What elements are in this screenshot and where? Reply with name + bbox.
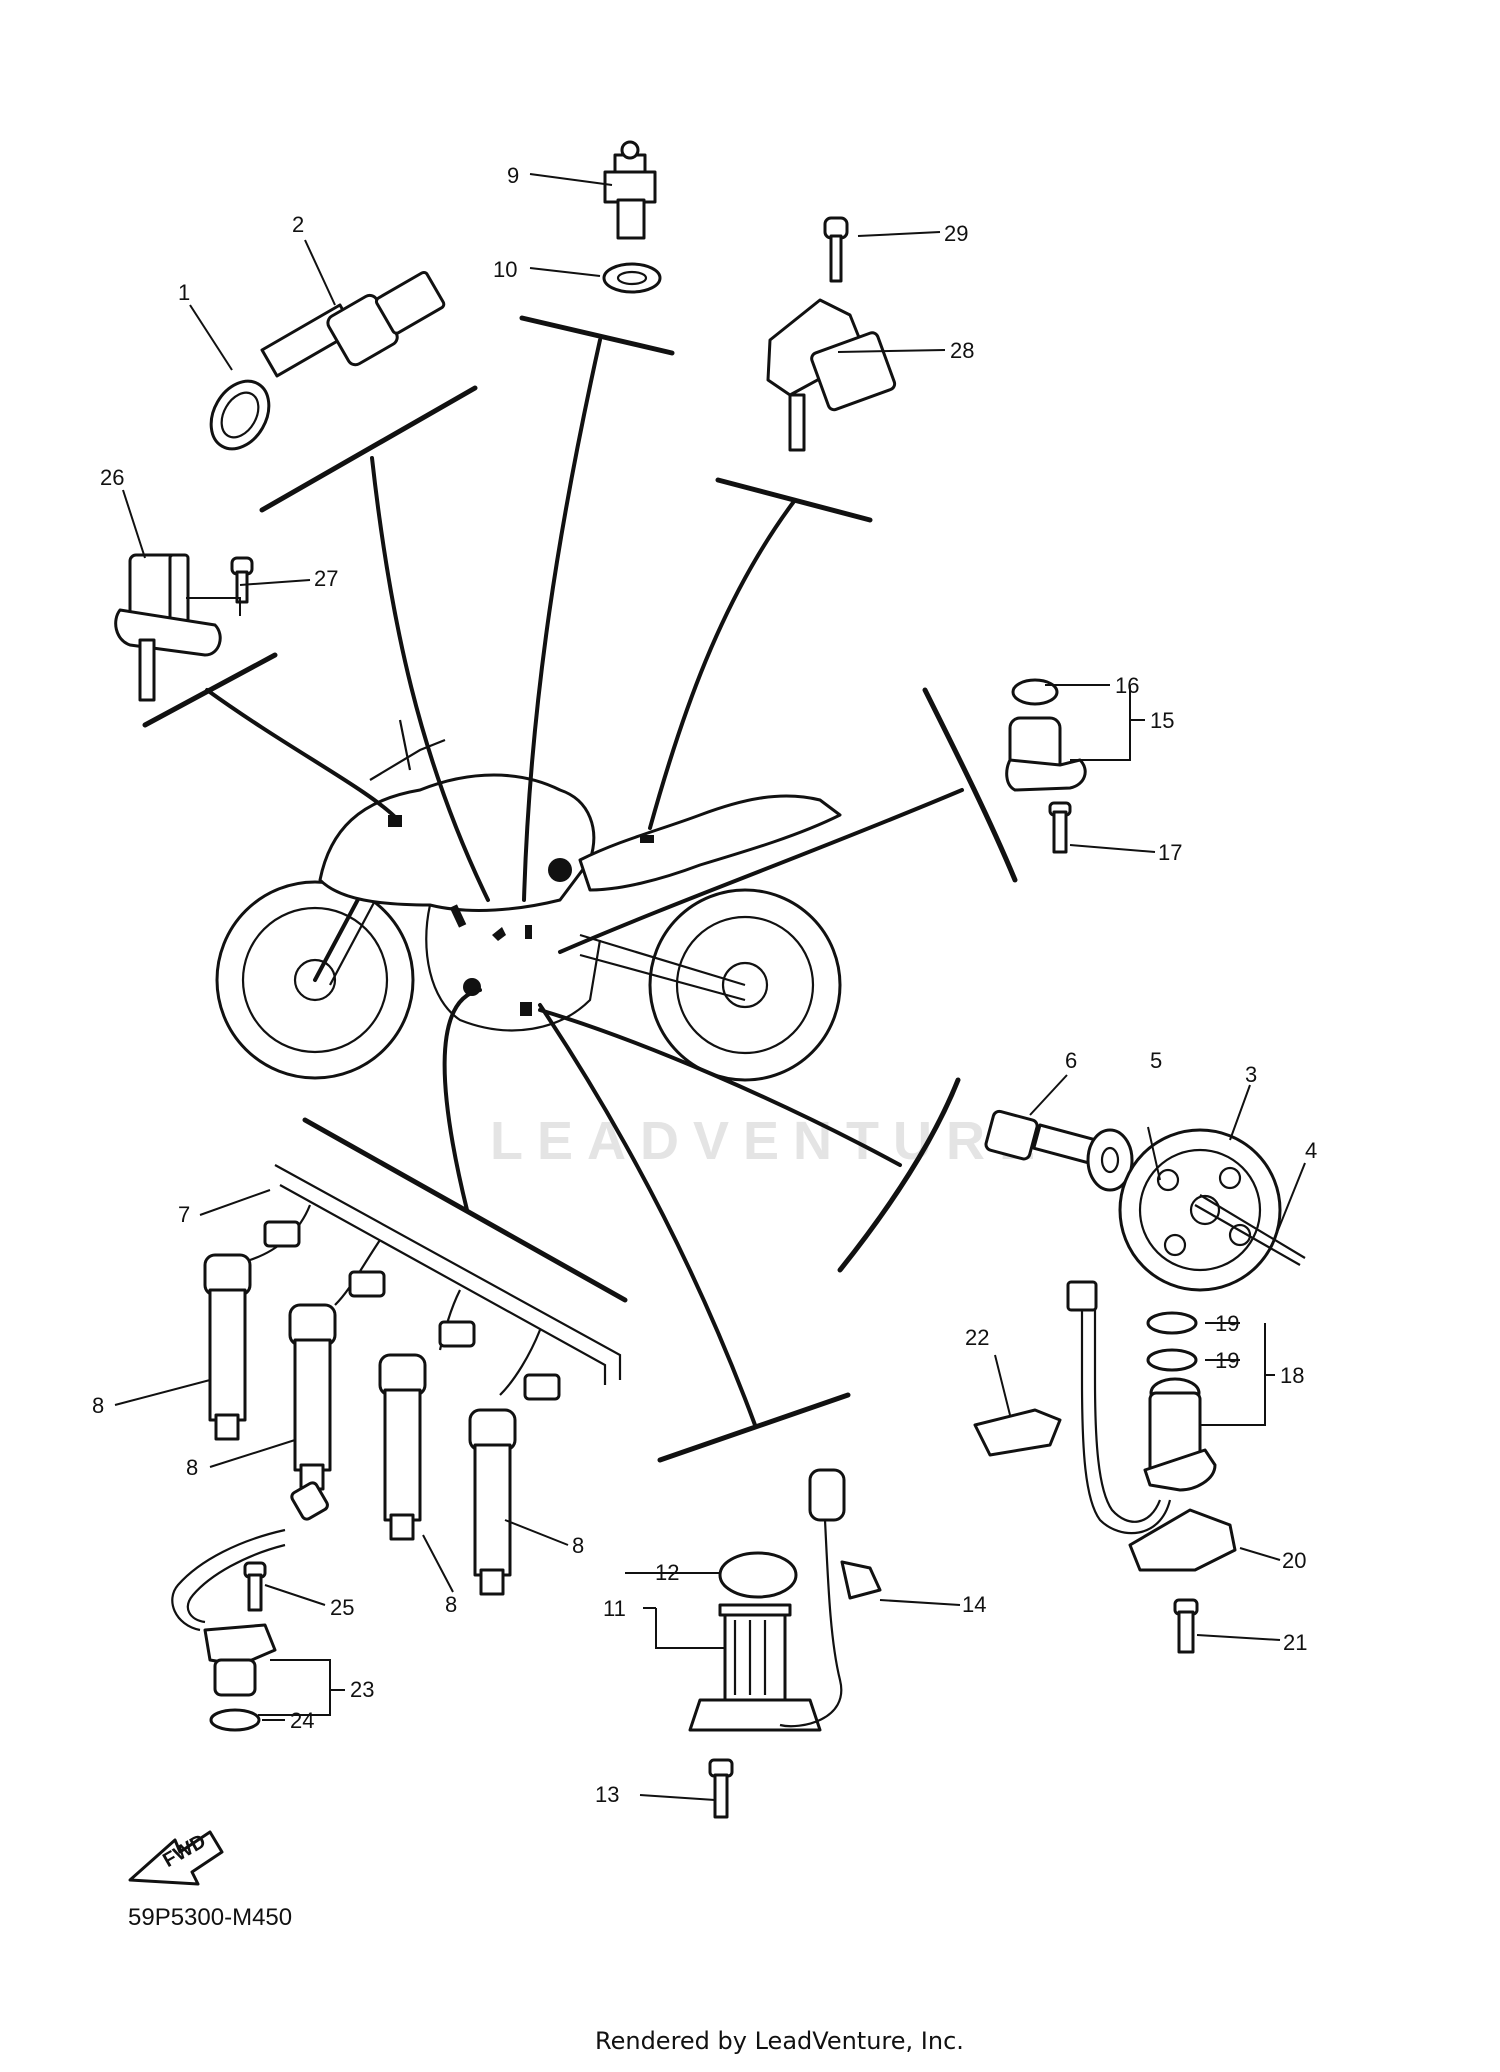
callout-numbers: 1 2 9 10 29 28 26 27 16 15 17 6 5 3 4 7 … xyxy=(92,163,1317,1807)
motorcycle-outline xyxy=(215,719,842,1082)
callout-18[interactable]: 18 xyxy=(1280,1363,1304,1388)
fwd-arrow-icon xyxy=(128,1830,224,1886)
callout-3[interactable]: 3 xyxy=(1245,1062,1257,1087)
diagram-code: 59P5300-M450 xyxy=(128,1904,293,1931)
part-oil-pressure-switch[interactable] xyxy=(602,140,662,294)
callout-22[interactable]: 22 xyxy=(965,1325,989,1350)
callout-10[interactable]: 10 xyxy=(493,257,517,282)
callout-4[interactable]: 4 xyxy=(1305,1138,1317,1163)
callout-19b[interactable]: 19 xyxy=(1215,1348,1239,1373)
callout-6[interactable]: 6 xyxy=(1065,1048,1077,1073)
part-cam-sensor[interactable] xyxy=(171,1481,329,1732)
callout-2[interactable]: 2 xyxy=(292,212,304,237)
callout-8a[interactable]: 8 xyxy=(92,1393,104,1418)
callout-28[interactable]: 28 xyxy=(950,338,974,363)
callout-8c[interactable]: 8 xyxy=(445,1592,457,1617)
part-oil-level-sensor[interactable] xyxy=(688,1468,882,1819)
callout-15[interactable]: 15 xyxy=(1150,708,1174,733)
callout-5[interactable]: 5 xyxy=(1150,1048,1162,1073)
callout-23[interactable]: 23 xyxy=(350,1677,374,1702)
callout-leaders xyxy=(114,173,1306,1801)
part-lean-angle-sensor[interactable] xyxy=(114,553,254,702)
callout-8b[interactable]: 8 xyxy=(186,1455,198,1480)
callout-27[interactable]: 27 xyxy=(314,566,338,591)
part-temperature-sensor[interactable] xyxy=(199,270,446,459)
part-speed-sensor[interactable] xyxy=(1005,678,1087,854)
callout-21[interactable]: 21 xyxy=(1283,1630,1307,1655)
callout-16[interactable]: 16 xyxy=(1115,673,1139,698)
callout-8d[interactable]: 8 xyxy=(572,1533,584,1558)
callout-29[interactable]: 29 xyxy=(944,221,968,246)
callout-9[interactable]: 9 xyxy=(507,163,519,188)
callout-26[interactable]: 26 xyxy=(100,465,124,490)
callout-14[interactable]: 14 xyxy=(962,1592,986,1617)
part-ignition-harness[interactable] xyxy=(203,1164,622,1596)
callout-24[interactable]: 24 xyxy=(290,1708,314,1733)
callout-17[interactable]: 17 xyxy=(1158,840,1182,865)
callout-12[interactable]: 12 xyxy=(655,1560,679,1585)
callout-11[interactable]: 11 xyxy=(603,1596,626,1621)
leader-lines xyxy=(142,315,1018,1463)
part-timing-rotor[interactable] xyxy=(984,1109,1306,1292)
part-neutral-switch[interactable] xyxy=(973,1280,1237,1654)
callout-19a[interactable]: 19 xyxy=(1215,1311,1239,1336)
footer-credit: Rendered by LeadVenture, Inc. xyxy=(595,2027,964,2055)
callout-7[interactable]: 7 xyxy=(178,1202,190,1227)
watermark-text: LEADVENTURE xyxy=(490,1111,1050,1171)
callout-13[interactable]: 13 xyxy=(595,1782,619,1807)
callout-20[interactable]: 20 xyxy=(1282,1548,1306,1573)
callout-25[interactable]: 25 xyxy=(330,1595,354,1620)
part-intake-pressure-sensor[interactable] xyxy=(766,216,897,452)
callout-1[interactable]: 1 xyxy=(178,280,190,305)
